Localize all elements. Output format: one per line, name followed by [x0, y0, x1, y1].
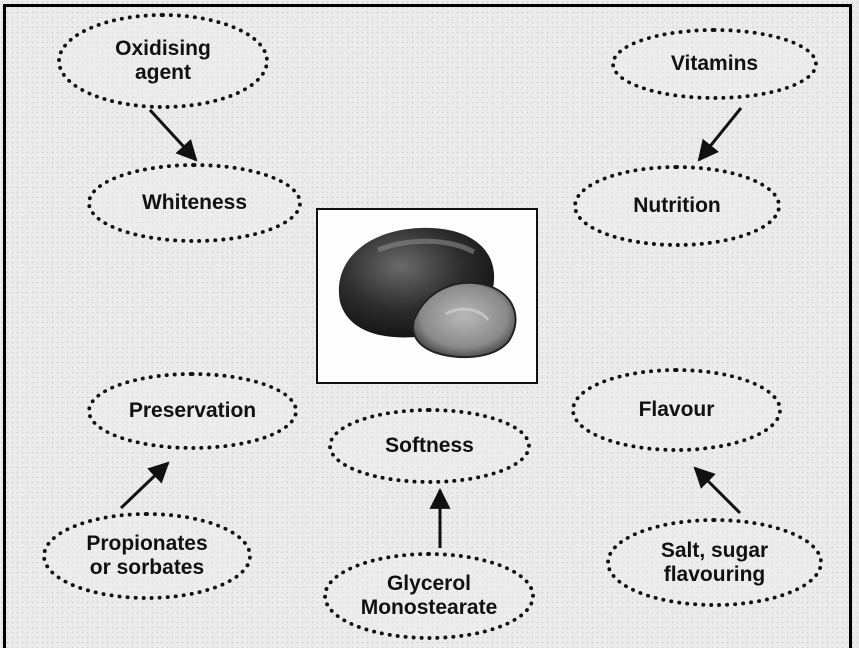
node-glycerol: Glycerol Monostearate	[323, 552, 535, 640]
node-vitamins-label: Vitamins	[671, 52, 758, 76]
bread-image	[316, 208, 538, 384]
node-softness-label: Softness	[385, 434, 474, 458]
node-salt-sugar: Salt, sugar flavouring	[606, 518, 823, 607]
node-salt-sugar-label: Salt, sugar flavouring	[661, 539, 768, 587]
node-flavour-label: Flavour	[639, 398, 715, 422]
node-nutrition-label: Nutrition	[633, 194, 720, 218]
node-oxidising-agent: Oxidising agent	[57, 13, 269, 109]
node-propionates: Propionates or sorbates	[42, 512, 252, 600]
node-softness: Softness	[328, 408, 531, 484]
bread-loaf-icon	[318, 210, 536, 382]
node-preservation-label: Preservation	[129, 399, 256, 423]
node-oxidising-agent-label: Oxidising agent	[115, 37, 211, 85]
arrow-vitamins-to-nutrition	[699, 108, 741, 160]
node-preservation: Preservation	[87, 372, 298, 450]
node-whiteness: Whiteness	[87, 163, 302, 243]
node-flavour: Flavour	[571, 368, 782, 452]
node-vitamins: Vitamins	[611, 28, 818, 100]
node-nutrition: Nutrition	[573, 165, 781, 247]
arrow-oxidising-to-whiteness	[150, 110, 196, 160]
arrow-propionates-to-preservation	[121, 463, 168, 508]
node-propionates-label: Propionates or sorbates	[86, 532, 207, 580]
node-glycerol-label: Glycerol Monostearate	[361, 572, 498, 620]
arrow-salt-to-flavour	[695, 468, 740, 513]
node-whiteness-label: Whiteness	[142, 191, 247, 215]
